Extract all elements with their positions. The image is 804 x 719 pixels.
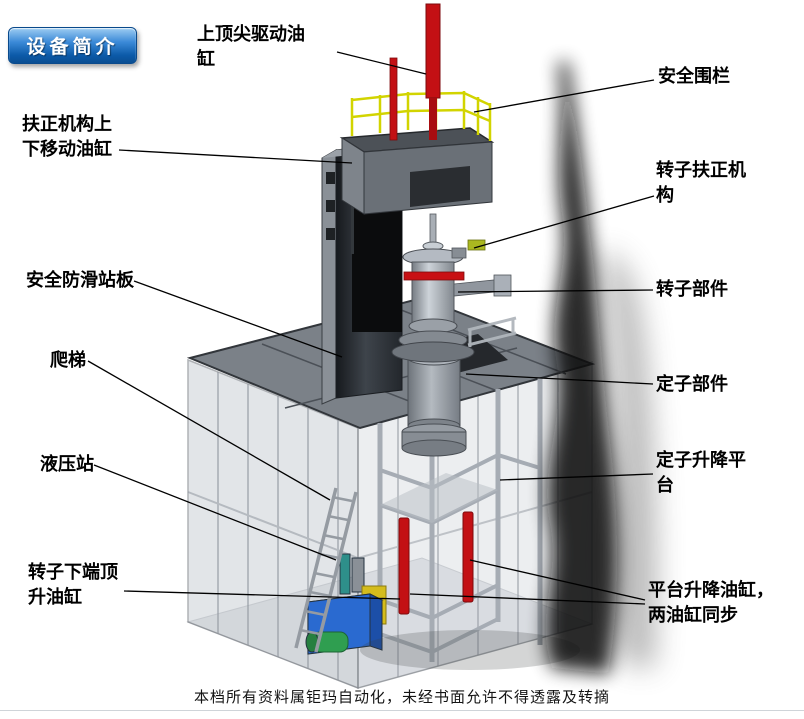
- side-bracket: [467, 316, 517, 347]
- label-rotor-centering-mech: 转子扶正机构: [656, 160, 746, 206]
- title-badge-label: 设备简介: [26, 37, 119, 58]
- watermark: 本档所有资料属钜玛自动化，未经书面允许不得透露及转摘: [193, 689, 610, 706]
- label-platform-lift-cylinders: 平台升降油缸，两油缸同步: [648, 580, 774, 626]
- label-centering-updown-cylinder: 扶正机构上下移动油缸: [22, 114, 112, 160]
- stator-lift-frame: [377, 378, 543, 662]
- label-ladder: 爬梯: [50, 350, 86, 370]
- label-stator-parts: 定子部件: [656, 374, 728, 394]
- floor-shadow: [360, 630, 580, 670]
- top-housing: [339, 127, 495, 215]
- hydraulic-station-unit: [305, 553, 387, 655]
- label-top-drive-cylinder: 上顶尖驱动油缸: [197, 24, 305, 70]
- label-safety-fence: 安全围栏: [658, 66, 730, 86]
- bottom-divider: [0, 710, 804, 711]
- label-rotor-parts: 转子部件: [656, 279, 728, 299]
- top-drive-cylinder-rods: [389, 3, 441, 141]
- label-hydraulic-station: 液压站: [40, 454, 94, 474]
- platform-lift-cylinder-rods: [398, 511, 474, 615]
- smoke-shadow: [545, 62, 657, 674]
- rotor-assembly: [391, 213, 517, 363]
- title-badge: 设备简介: [8, 27, 137, 64]
- label-rotor-bottom-jack-cylinder: 转子下端顶升油缸: [28, 562, 118, 608]
- access-ladder: [294, 487, 358, 653]
- label-antislip-platform: 安全防滑站板: [26, 270, 134, 290]
- label-stator-lift-platform: 定子升降平台: [656, 450, 746, 496]
- stator-assembly: [401, 350, 467, 457]
- leader-lines: [87, 51, 655, 605]
